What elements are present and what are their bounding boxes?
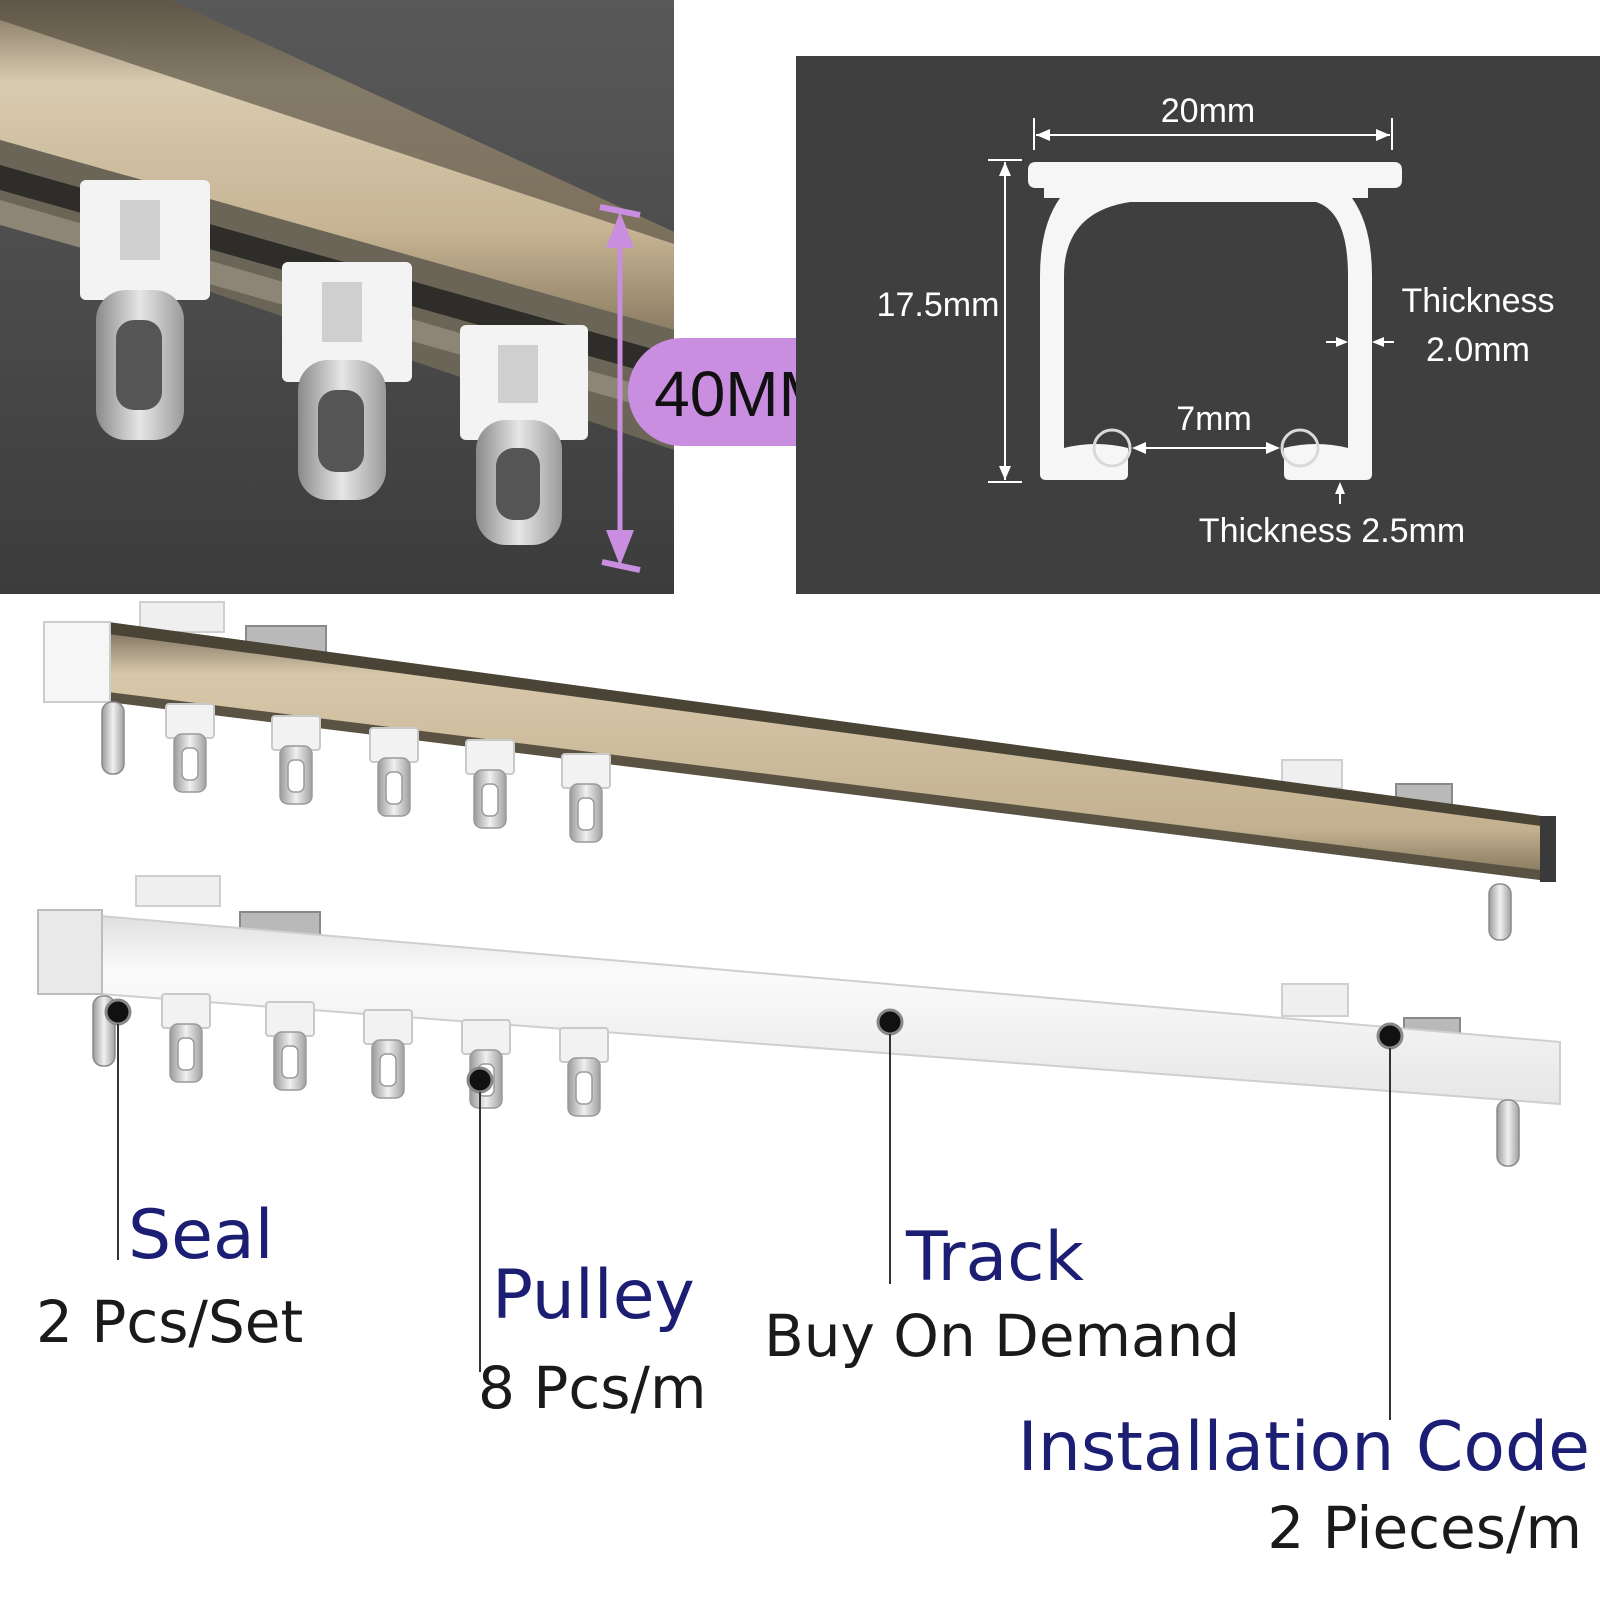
height-dimension-arrow: [599, 204, 641, 573]
pulley-quantity: 8 Pcs/m: [478, 1354, 706, 1422]
pulley-callout-marker: [466, 1066, 494, 1372]
champagne-track: [43, 601, 1556, 941]
base-thickness-label: Thickness 2.5mm: [1199, 512, 1465, 550]
white-track: [37, 875, 1561, 1167]
runner-hook: [460, 325, 588, 545]
seal-callout-marker: [104, 998, 132, 1260]
gap-label: 7mm: [1176, 400, 1252, 438]
profile-cross-section-panel: 20mm 17.5mm Thickness 2.0mm 7mm: [796, 56, 1600, 594]
pulley-title: Pulley: [492, 1256, 695, 1335]
runner-hook: [80, 180, 210, 440]
wall-thickness-label-line1: Thickness: [1401, 282, 1554, 320]
track-closeup-illustration: [0, 0, 674, 594]
width-dimension: [1033, 118, 1393, 150]
product-callout-diagram: Seal 2 Pcs/Set Pulley 8 Pcs/m Track Buy …: [36, 601, 1590, 1562]
seal-title: Seal: [128, 1196, 274, 1275]
products-panel: Seal 2 Pcs/Set Pulley 8 Pcs/m Track Buy …: [0, 600, 1600, 1600]
installation-code-quantity: 2 Pieces/m: [1267, 1494, 1582, 1562]
wall-thickness-label-line2: 2.0mm: [1426, 331, 1530, 369]
installation-code-title: Installation Code: [1018, 1408, 1590, 1487]
seal-quantity: 2 Pcs/Set: [36, 1288, 303, 1356]
runner-hook: [282, 262, 412, 500]
track-quantity: Buy On Demand: [764, 1302, 1240, 1370]
track-profile-shape: [1028, 162, 1402, 480]
track-closeup-panel: [0, 0, 674, 594]
installation-code-callout-marker: [1376, 1022, 1404, 1420]
height-label: 17.5mm: [877, 286, 1000, 324]
profile-cross-section-diagram: 20mm 17.5mm Thickness 2.0mm 7mm: [877, 92, 1555, 550]
height-dimension: [988, 159, 1022, 483]
track-title: Track: [905, 1218, 1085, 1297]
width-label: 20mm: [1161, 92, 1255, 130]
track-callout-marker: [876, 1008, 904, 1284]
